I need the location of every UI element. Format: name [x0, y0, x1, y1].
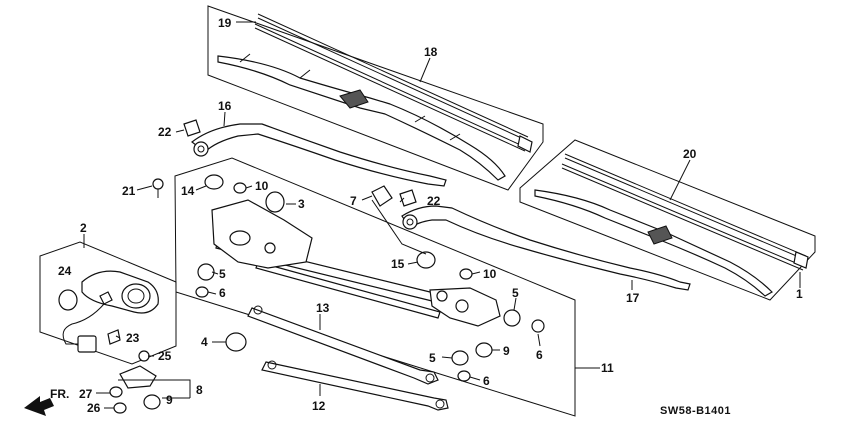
callout-5-bottom: 5 — [429, 351, 436, 365]
callout-22-right: 22 — [427, 194, 441, 208]
callout-10-top: 10 — [255, 179, 269, 193]
cap-22-left — [183, 119, 201, 137]
callout-11: 11 — [601, 361, 614, 375]
cap-7 — [371, 185, 393, 207]
callout-1: 1 — [796, 287, 803, 301]
callout-14: 14 — [181, 184, 195, 198]
grommet-4 — [225, 332, 247, 352]
callout-9-right: 9 — [503, 344, 510, 358]
bolt-21 — [152, 178, 164, 190]
callout-6-right: 6 — [536, 348, 543, 362]
wiper-motor-assembly — [39, 241, 177, 365]
callout-24: 24 — [58, 264, 72, 278]
callout-2: 2 — [80, 221, 87, 235]
leader-lines — [83, 21, 801, 409]
callout-6-bottom: 6 — [483, 374, 490, 388]
callout-21: 21 — [122, 184, 136, 198]
front-arrow-icon: FR. — [24, 387, 69, 416]
callout-12: 12 — [312, 399, 326, 413]
callout-labels: 19 18 16 22 20 21 14 10 3 7 22 2 5 6 15 … — [58, 16, 803, 415]
bushing-3 — [265, 191, 285, 213]
callout-23: 23 — [126, 331, 140, 345]
callout-20: 20 — [683, 147, 697, 161]
callout-17: 17 — [626, 291, 640, 305]
callout-7: 7 — [350, 194, 357, 208]
callout-15: 15 — [391, 257, 405, 271]
passenger-blade-assembly — [519, 139, 816, 301]
front-arrow-label: FR. — [50, 387, 69, 401]
callout-5-right: 5 — [512, 286, 519, 300]
callout-22-left: 22 — [158, 125, 172, 139]
callout-27: 27 — [79, 387, 93, 401]
callout-8: 8 — [196, 383, 203, 397]
wiper-arm-17 — [401, 205, 691, 291]
callout-6-left: 6 — [219, 286, 226, 300]
callout-18: 18 — [424, 45, 438, 59]
callout-25: 25 — [158, 349, 172, 363]
grommet-15 — [416, 251, 436, 269]
cap-22-right — [399, 189, 417, 207]
link-rod-12 — [261, 360, 449, 411]
driver-blade-assembly — [207, 5, 544, 191]
grommet-14 — [204, 174, 224, 190]
wiper-arm-16 — [191, 123, 447, 187]
callout-5-left: 5 — [219, 267, 226, 281]
link-rod-13 — [247, 305, 439, 385]
callout-10-right: 10 — [483, 267, 497, 281]
callout-19: 19 — [218, 16, 232, 30]
callout-4: 4 — [201, 335, 208, 349]
diagram-code: SW58-B1401 — [660, 405, 731, 417]
callout-16: 16 — [218, 99, 232, 113]
callout-9-left: 9 — [166, 393, 173, 407]
callout-13: 13 — [316, 301, 330, 315]
linkage-assembly — [174, 157, 576, 417]
callout-3: 3 — [298, 197, 305, 211]
callout-26: 26 — [87, 401, 101, 415]
